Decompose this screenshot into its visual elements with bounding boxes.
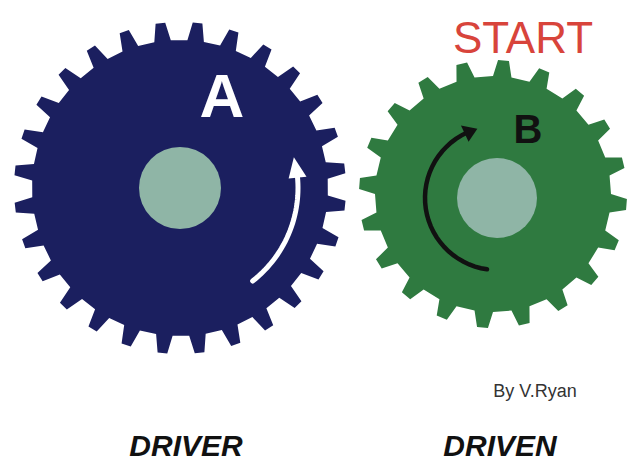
rotation-arrow	[253, 176, 298, 281]
arrow-head	[461, 125, 477, 141]
gear-shape	[12, 20, 348, 356]
gear-hub	[139, 147, 221, 229]
driven-label: DRIVEN	[443, 431, 556, 461]
driver-label: DRIVER	[129, 431, 242, 461]
gear-letter: B	[514, 109, 543, 149]
arrow-head	[289, 157, 307, 178]
gear-hub	[457, 158, 537, 238]
rotation-arrow	[425, 133, 487, 270]
gear-teeth	[14, 22, 345, 353]
gear-letter: A	[200, 65, 245, 127]
gear: A	[12, 20, 348, 356]
start-label: START	[453, 16, 593, 60]
gear-shape	[358, 59, 628, 329]
gear: B	[358, 59, 628, 329]
credit-text: By V.Ryan	[493, 382, 576, 400]
gear-teeth	[359, 60, 627, 328]
